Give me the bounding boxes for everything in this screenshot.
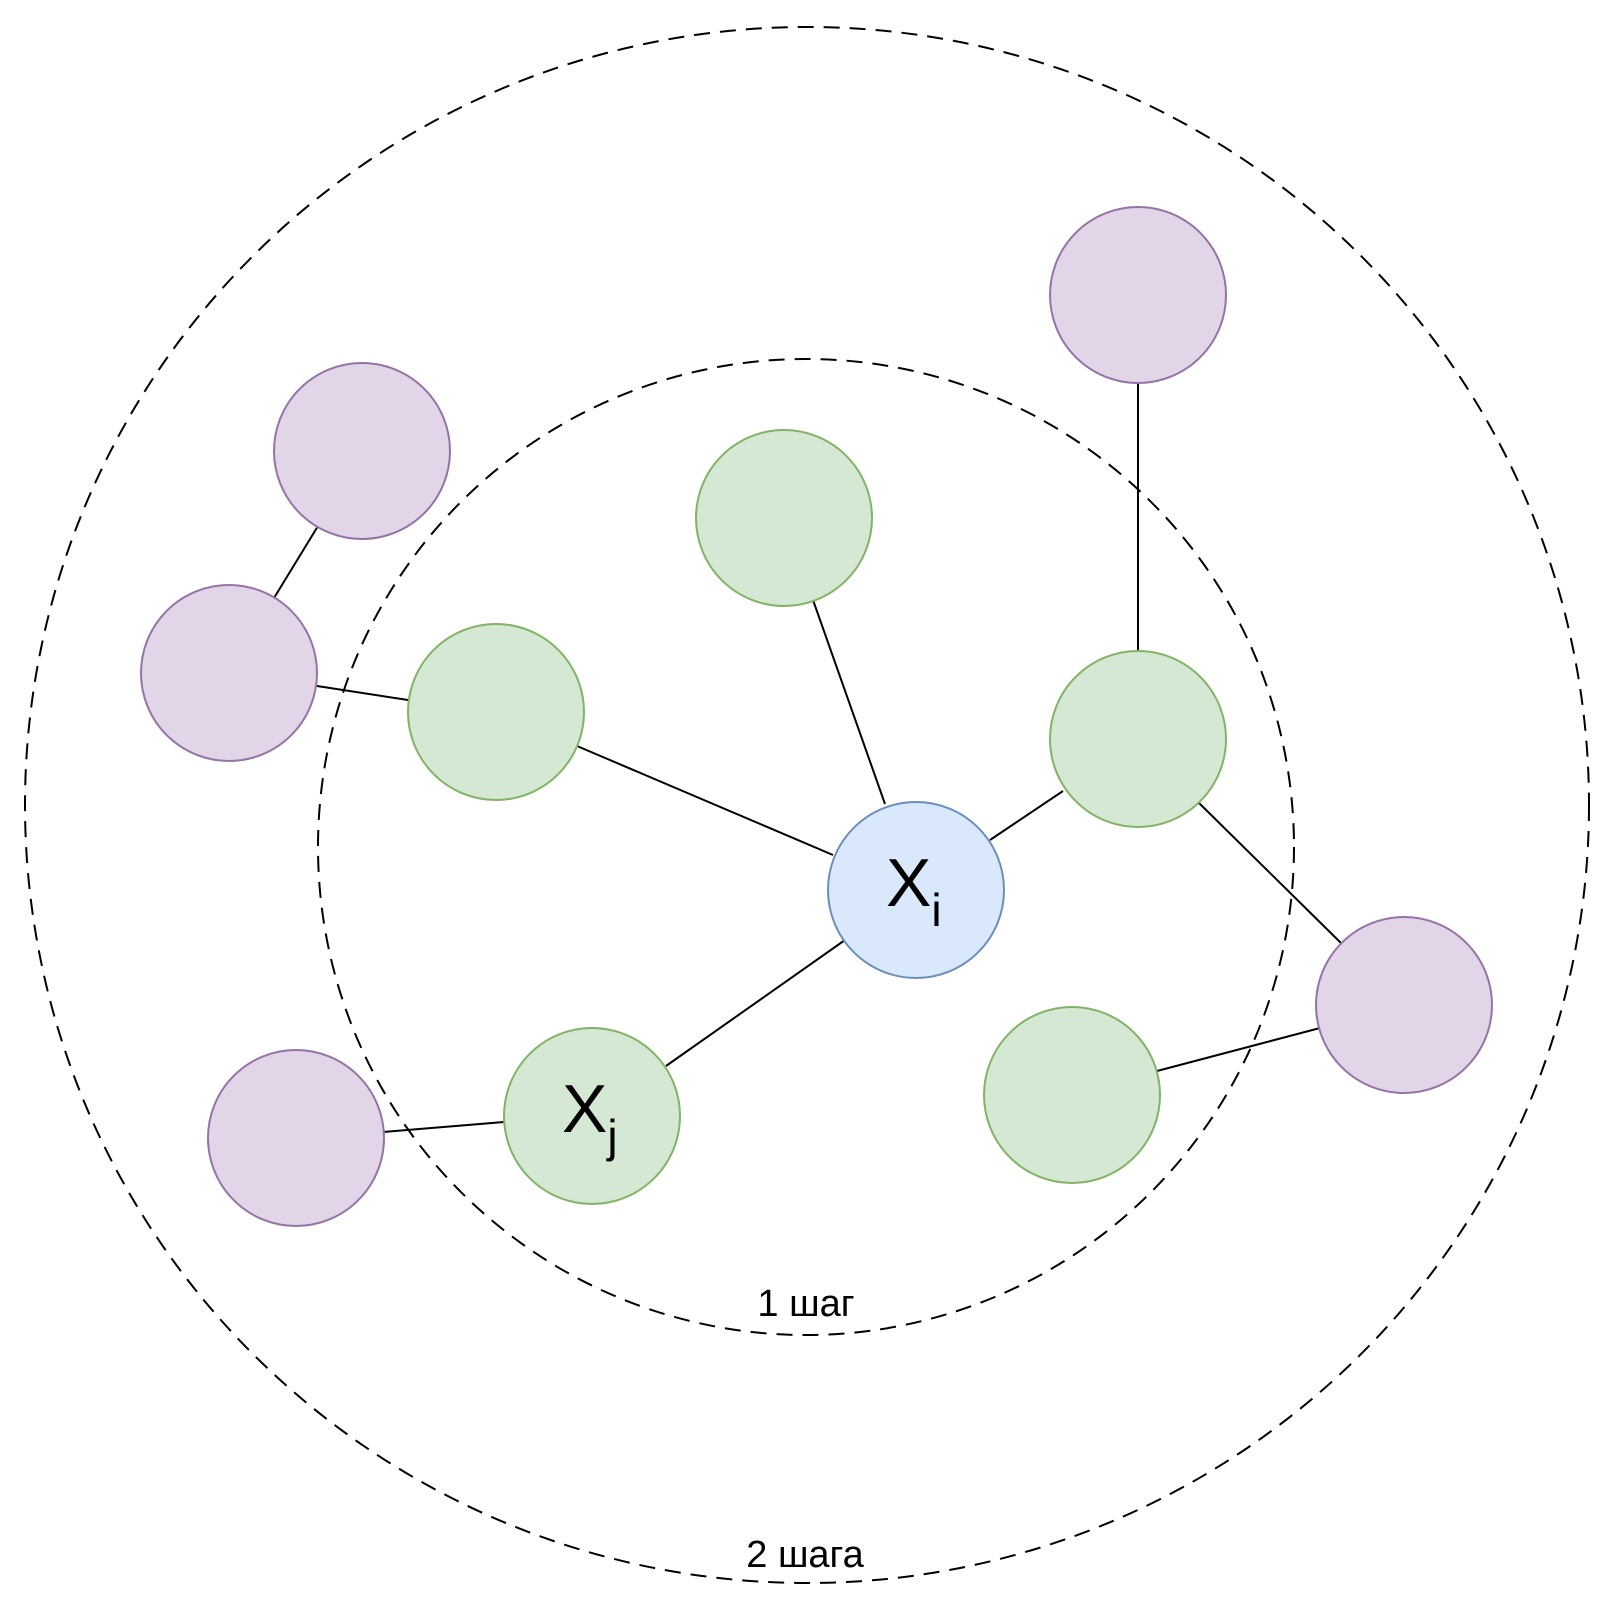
node-hop1-left [407,623,585,801]
node-hop2-top-left [273,362,451,540]
node-hop1-top [695,429,873,607]
node-xj-label-base: X [562,1071,607,1147]
edge-xj-to-bottom-left-purple [382,1121,505,1133]
node-xi-label-base: X [886,845,931,921]
outer-ring-2-hop [24,26,1590,1584]
node-hop1-bottom [983,1006,1161,1184]
node-hop2-right [1315,916,1493,1094]
node-hop2-left [140,584,318,762]
edge-xi-to-left-green [576,745,834,856]
node-xj-label: Xj [562,1071,618,1162]
node-xj-label-sub: j [605,1110,617,1162]
node-xi [827,801,1005,979]
node-xj [503,1027,681,1205]
node-hop1-right [1049,650,1227,828]
edge-xi-to-right-green [989,790,1064,841]
node-xi-label: Xi [886,845,942,936]
edge-left-purple-to-top-left-purple [273,525,319,599]
edge-right-green-to-right-purple [1198,802,1343,945]
node-hop2-bottom-left [207,1049,385,1227]
inner-ring-label: 1 шаг [757,1283,854,1325]
outer-ring-label: 2 шага [746,1534,864,1576]
edge-left-green-to-left-purple [316,685,409,701]
edge-xi-to-top-green [812,599,886,805]
node-xi-label-sub: i [931,884,941,936]
node-hop2-top-right [1049,206,1227,384]
inner-ring-1-hop [317,358,1295,1336]
edge-xi-to-xj [665,939,846,1067]
edge-bottom-green-to-right-purple [1156,1027,1321,1072]
